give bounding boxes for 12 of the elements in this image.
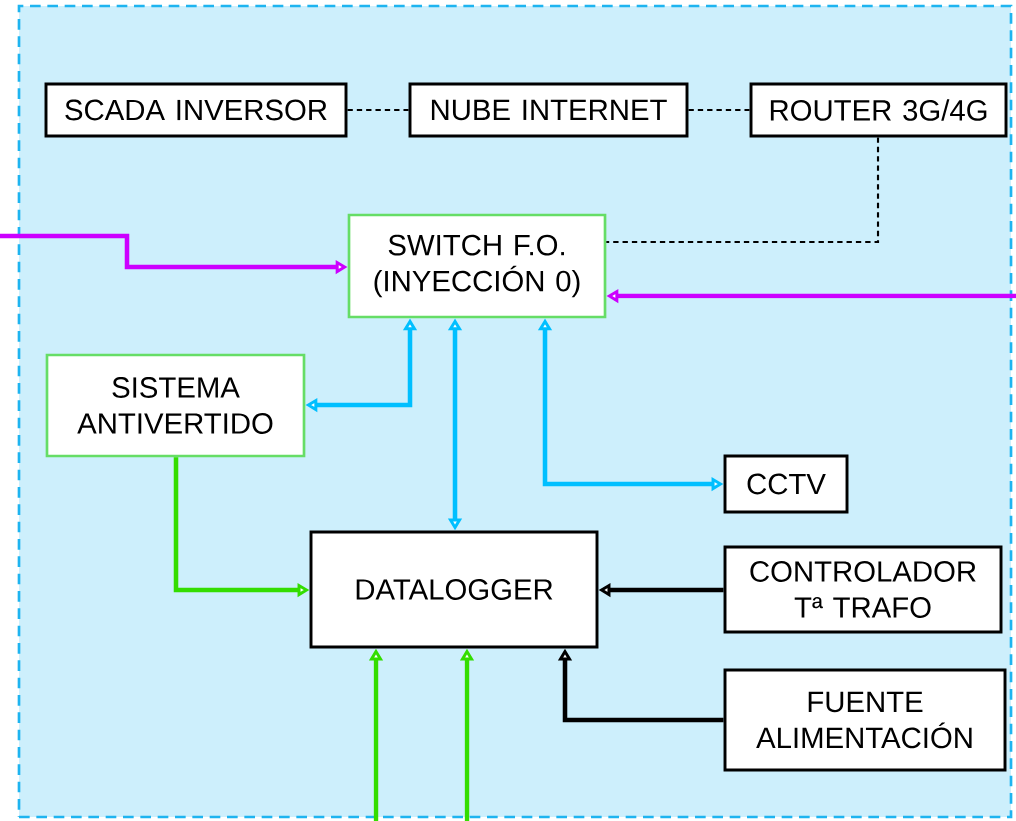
process-box: ROUTER 3G/4G: [749, 82, 1008, 138]
connector-line: [347, 108, 409, 112]
process-box: DATALOGGER: [309, 530, 599, 649]
process-box: FUENTE ALIMENTACIÓN: [723, 668, 1007, 772]
process-box: SCADA INVERSOR: [44, 82, 348, 138]
process-box: CCTV: [723, 454, 849, 514]
connector-line: [606, 137, 880, 244]
process-box: NUBE INTERNET: [408, 82, 689, 138]
process-box: CONTROLADOR Tª TRAFO: [723, 545, 1003, 634]
process-box: SWITCH F.O. (INYECCIÓN 0): [347, 213, 607, 319]
connector-line: [688, 108, 750, 112]
process-box: SISTEMA ANTIVERTIDO: [45, 353, 306, 458]
